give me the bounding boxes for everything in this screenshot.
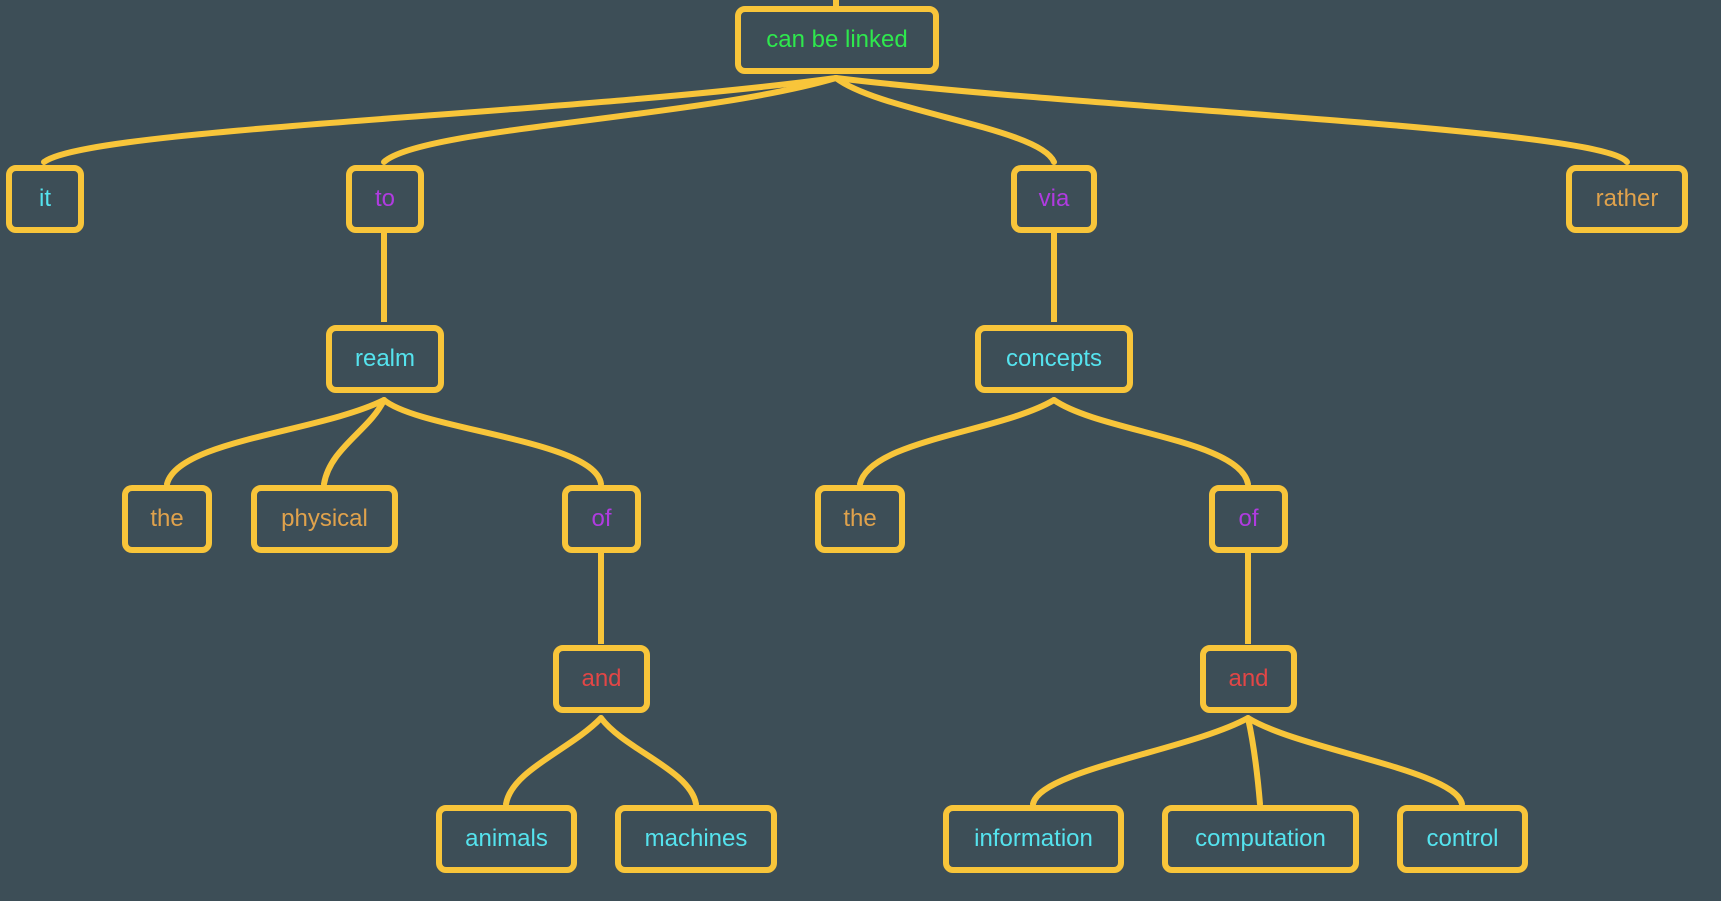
edge-and-computation xyxy=(1245,715,1263,807)
node-machines: machines xyxy=(615,805,777,873)
node-the-1: the xyxy=(122,485,212,553)
edge-realm-physical xyxy=(321,397,387,487)
edge-realm-the xyxy=(164,397,387,487)
node-can-be-linked: can be linked xyxy=(735,6,939,74)
edge-concepts-of xyxy=(1051,397,1251,487)
edge-root-rather xyxy=(833,75,1630,165)
edge-root-via xyxy=(833,75,1057,165)
node-realm: realm xyxy=(326,325,444,393)
node-control: control xyxy=(1397,805,1528,873)
node-information: information xyxy=(943,805,1124,873)
node-of-1: of xyxy=(562,485,641,553)
edge-realm-of xyxy=(381,397,604,487)
node-animals: animals xyxy=(436,805,577,873)
node-rather: rather xyxy=(1566,165,1688,233)
node-the-2: the xyxy=(815,485,905,553)
edge-root-to xyxy=(381,75,839,165)
edge-concepts-the xyxy=(857,397,1057,487)
node-it: it xyxy=(6,165,84,233)
edge-and-animals xyxy=(503,715,604,807)
node-physical: physical xyxy=(251,485,398,553)
edge-root-it xyxy=(41,75,839,165)
node-of-2: of xyxy=(1209,485,1288,553)
edge-and-information xyxy=(1030,715,1251,807)
node-computation: computation xyxy=(1162,805,1359,873)
node-and-1: and xyxy=(553,645,650,713)
node-concepts: concepts xyxy=(975,325,1133,393)
edge-and-control xyxy=(1245,715,1465,807)
edge-and-machines xyxy=(598,715,699,807)
node-and-2: and xyxy=(1200,645,1297,713)
node-to: to xyxy=(346,165,424,233)
node-via: via xyxy=(1011,165,1097,233)
